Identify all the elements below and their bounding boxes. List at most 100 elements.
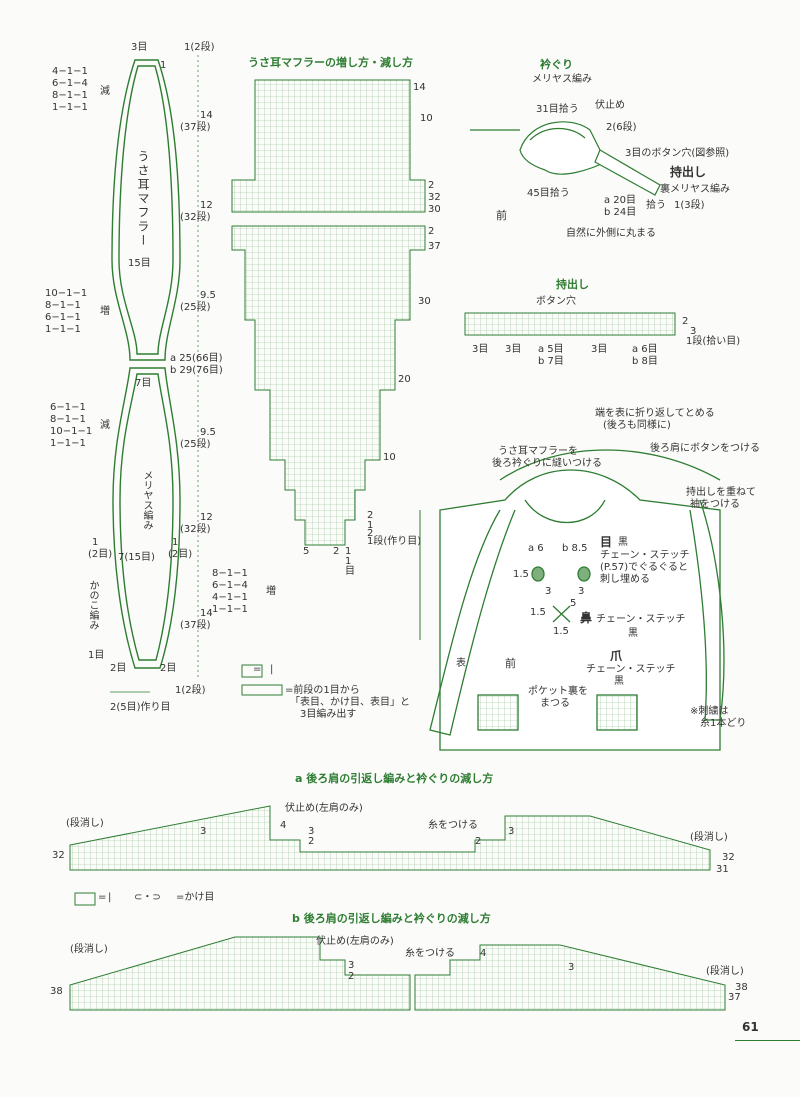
collar-b24: b 24目: [604, 207, 637, 218]
sweater-eye-color: 黒: [618, 537, 628, 548]
sweater-nose: 鼻: [580, 611, 593, 625]
scarf-outline: [111, 59, 181, 669]
section-b-yarn: 糸をつける: [405, 948, 455, 959]
set: 4−1−1: [212, 592, 248, 603]
legend-sym: |: [270, 664, 274, 675]
sweater-chain: チェーン・ステッチ: [600, 550, 690, 561]
chart-label: 30: [428, 204, 441, 215]
scarf-dim2-rows: (32段): [180, 212, 211, 223]
collar-bind: 伏止め: [595, 100, 625, 111]
collar-front: 前: [496, 209, 507, 222]
section-b-n38r: 38: [735, 982, 748, 993]
set: 1−1−1: [212, 604, 248, 615]
chart-label: 2: [367, 510, 374, 521]
section-a-n2: 2: [308, 836, 315, 847]
sweater-n3b: 3: [578, 586, 585, 597]
sweater-chain-p: (P.57)でぐるぐると: [600, 562, 688, 573]
scarf-body-text: メリヤス編み: [141, 470, 152, 530]
scarf-dim6-rows: (37段): [180, 620, 211, 631]
chart-label: 10: [420, 113, 433, 124]
collar-a20: a 20目: [604, 195, 637, 206]
sweater-n15b: 1.5: [530, 607, 546, 618]
section-a-left: (段消し): [66, 818, 104, 829]
set: 8−1−1: [50, 414, 86, 425]
sweater-overlap2: 袖をつける: [690, 499, 740, 510]
scarf-top-stitches: 3目: [131, 42, 148, 53]
collar-pick31: 31目拾う: [536, 104, 579, 115]
scarf-inc2-sets: 8−1−1 6−1−4 4−1−1 1−1−1: [212, 568, 248, 616]
page-number-rule: [735, 1040, 800, 1041]
section-b-right-grid: [414, 944, 726, 1011]
chart-bottom-num: 目: [345, 566, 355, 577]
scarf-ab-b: b 29(76目): [170, 365, 223, 376]
section-b-n2: 2: [348, 971, 355, 982]
section-b-n3b: 3: [568, 962, 575, 973]
scarf-dim6: 14: [200, 608, 213, 619]
scarf-dim1: 14: [200, 110, 213, 121]
sweater-nose-stitch: チェーン・ステッチ: [596, 614, 686, 625]
set: 10−1−1: [50, 426, 93, 437]
collar-pick: 拾う: [646, 200, 666, 211]
chart-label: 14: [413, 82, 426, 93]
collar-sub: メリヤス編み: [532, 74, 592, 85]
sweater-n5: 5: [570, 598, 577, 609]
section-a-n2b: 2: [475, 836, 482, 847]
section-a-n32r: 32: [722, 852, 735, 863]
placket-num: b 7目: [538, 356, 564, 367]
placket-num: a 5目: [538, 344, 564, 355]
scarf-right-1: 1: [172, 537, 179, 548]
legend-note-2: 「表目、かけ目、表目」と: [290, 697, 410, 708]
section-a-n3: 3: [308, 826, 315, 837]
chart-label: 2: [428, 226, 435, 237]
scarf-dec-sets: 4−1−1 6−1−4 8−1−1 1−1−1: [52, 66, 88, 114]
collar-natural: 自然に外側に丸まる: [566, 228, 656, 239]
scarf-bottom-cast: 2(5目)作り目: [110, 702, 171, 713]
sweater-eye-a: a 6: [528, 543, 544, 554]
section-a-title: a 後ろ肩の引返し編みと衿ぐりの減し方: [295, 772, 494, 785]
section-a-grid: [69, 805, 711, 871]
legend-a-c: ⊂・⊃: [134, 892, 161, 903]
chart-label: 1段(作り目): [367, 536, 422, 547]
placket-num: a 6目: [632, 344, 658, 355]
collar-pick45: 45目拾う: [527, 188, 570, 199]
set: 8−1−1: [212, 568, 248, 579]
sweater-pocket: ポケット裏を: [528, 686, 588, 697]
sweater-nose-color: 黒: [628, 628, 638, 639]
set: 8−1−1: [45, 300, 81, 311]
section-b-n38l: 38: [50, 986, 63, 997]
placket-buttonhole: ボタン穴: [536, 296, 576, 307]
collar-rows2: 2(6段): [606, 122, 637, 133]
placket-title: 持出し: [556, 278, 589, 291]
set: 1−1−1: [52, 102, 88, 113]
chart-label: 2: [367, 528, 374, 539]
scarf-right-2: (2目): [168, 549, 193, 560]
scarf-kanoko: かのこ編み: [87, 580, 98, 630]
chart-bottom-num: 2: [333, 546, 340, 557]
legend-inc-box: [241, 684, 283, 696]
sweater-fold2: (後ろも同様に): [603, 420, 671, 431]
scarf-dec2-label: 減: [100, 420, 110, 431]
scarf-top-rows: 1(2段): [184, 42, 215, 53]
set: 8−1−1: [52, 90, 88, 101]
chart-label: 32: [428, 192, 441, 203]
scarf-left-2: (2目): [88, 549, 113, 560]
collar-buttonhole: 3目のボタン穴(図参照): [625, 148, 730, 159]
collar-rows3: 1(3段): [674, 200, 705, 211]
scarf-inc-sets: 10−1−1 8−1−1 6−1−1 1−1−1: [45, 288, 87, 336]
section-a-n32l: 32: [52, 850, 65, 861]
scarf-dim5-rows: (32段): [180, 524, 211, 535]
chart-label: 10: [383, 452, 396, 463]
set: 4−1−1: [52, 66, 88, 77]
section-b-left: (段消し): [70, 944, 108, 955]
section-b-right: (段消し): [706, 966, 744, 977]
chart-bottom-num: 1: [345, 546, 352, 557]
placket-right: 1段(拾い目): [686, 336, 741, 347]
set: 1−1−1: [45, 324, 81, 335]
placket-num: b 8目: [632, 356, 658, 367]
scarf-width-low: 7目: [135, 378, 152, 389]
sweater-shoulder: 後ろ肩にボタンをつける: [650, 443, 760, 454]
section-a-n3b: 3: [200, 826, 207, 837]
legend-a-eq: =: [98, 892, 107, 903]
legend-a-bar: |: [108, 892, 112, 903]
